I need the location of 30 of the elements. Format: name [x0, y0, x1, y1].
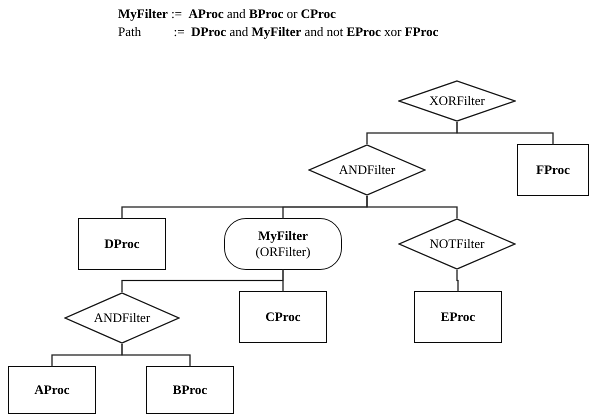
filter-diamond: [398, 218, 516, 270]
type-label: (ORFilter): [256, 244, 310, 260]
filter-diamond: [64, 292, 180, 344]
process-label: EProc: [440, 309, 476, 325]
filter-label: ANDFilter: [94, 310, 150, 326]
connector-line: [366, 196, 458, 218]
process-box: [78, 218, 166, 270]
filter-diamond: [398, 80, 516, 122]
connector-line: [121, 344, 191, 366]
formula-text: Path := DProc and MyFilter and not EProc xor FProc: [118, 24, 438, 40]
filter-label: XORFilter: [429, 93, 485, 109]
process-box: [517, 144, 589, 196]
process-box: [239, 291, 327, 343]
process-box: [146, 366, 234, 414]
process-box: [8, 366, 96, 414]
process-box: [414, 291, 502, 343]
filter-label: ANDFilter: [338, 162, 396, 178]
filter-label: NOTFilter: [430, 236, 484, 252]
formula-text: MyFilter := AProc and BProc or CProc: [118, 6, 336, 22]
process-label: FProc: [536, 162, 570, 178]
connector-line: [456, 270, 459, 291]
process-label: BProc: [172, 382, 208, 398]
filter-rounded-box: [224, 218, 342, 270]
connector-line: [282, 270, 284, 291]
filter-diamond: [308, 144, 426, 196]
process-label: CProc: [265, 309, 301, 325]
process-label: AProc: [34, 382, 70, 398]
process-label: MyFilter: [258, 228, 308, 244]
process-label: DProc: [104, 236, 140, 252]
connector-line: [456, 122, 554, 144]
